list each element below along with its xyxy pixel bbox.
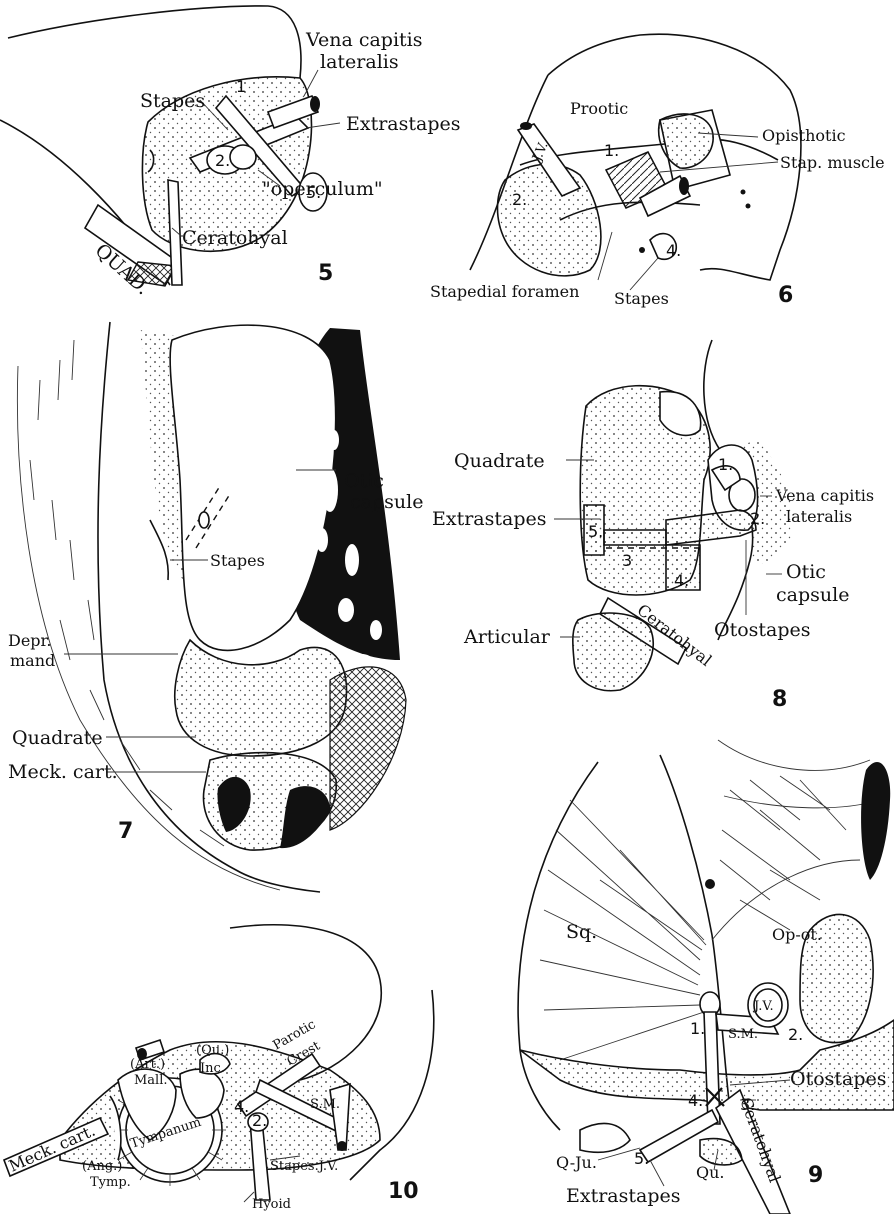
fig10-number: 10	[388, 1179, 419, 1204]
fig8-number: 8	[772, 687, 787, 712]
fig5-label-operculum: "operculum"	[262, 178, 383, 200]
fig8-label-articular: Articular	[463, 626, 551, 648]
fig8-label-extrastapes: Extrastapes	[432, 508, 547, 530]
fig6-label-opisthotic: Opisthotic	[762, 126, 846, 145]
fig5-number: 5	[318, 261, 333, 286]
fig9-label-opot: Op-ot.	[772, 925, 822, 944]
fig9-label-otostapes: Otostapes	[790, 1068, 887, 1090]
fig5-num-5: 5.	[306, 183, 321, 202]
fig8-num-5: 5.	[588, 522, 603, 541]
fig7-label-stapes: Stapes	[210, 551, 265, 570]
figure-9	[518, 740, 894, 1214]
fig10-label-art: (Art.)	[130, 1057, 165, 1072]
fig9-label-qju: Q-Ju.	[556, 1153, 597, 1172]
fig9-label-sm: S.M.	[728, 1027, 758, 1042]
fig6-number: 6	[778, 283, 793, 308]
fig10-label-sm: S.M.	[310, 1097, 340, 1112]
fig9-number: 9	[808, 1163, 823, 1188]
fig9-label-extrastapes: Extrastapes	[566, 1185, 681, 1207]
fig6-label-stapedial-foramen: Stapedial foramen	[430, 282, 579, 301]
fig8-num-4: 4.	[674, 571, 689, 590]
fig10-label-hyoid: Hyoid	[252, 1197, 291, 1212]
fig8-num-3: 3	[622, 551, 632, 570]
fig7-label-quadrate: Quadrate	[12, 727, 103, 749]
fig6-label-stapes: Stapes	[614, 289, 669, 308]
fig6-num-4: 4.	[666, 241, 681, 260]
fig5-label-vena: Vena capitis	[305, 29, 423, 51]
fig10-label-tymp: Tymp.	[90, 1175, 131, 1190]
fig7-label-depr: Depr.	[8, 631, 52, 650]
fig10-label-ang: (Ang.)	[82, 1159, 122, 1174]
fig6-num-2: 2.	[512, 190, 527, 209]
fig9-num-3: 3.	[740, 1095, 755, 1114]
fig9-num-1: 1.	[690, 1019, 705, 1038]
fig9-label-jv: J.V.	[752, 999, 774, 1014]
fig5-label-extrastapes: Extrastapes	[346, 113, 461, 135]
fig6-num-1: 1.	[604, 141, 619, 160]
fig5-num-1: 1	[236, 77, 246, 96]
fig6-label-prootic: Prootic	[570, 99, 628, 118]
fig7-number: 7	[118, 819, 133, 844]
fig7-label-meck: Meck. cart.	[8, 761, 118, 783]
fig6-label-stap-muscle: Stap. muscle	[780, 153, 885, 172]
fig9-label-qu: Qu.	[696, 1163, 725, 1182]
fig8-label-quadrate: Quadrate	[454, 450, 545, 472]
fig10-num-4: 4.	[234, 1097, 249, 1116]
fig8-label-vena2: lateralis	[786, 507, 852, 526]
fig10-label-qu: (Qu.)	[196, 1043, 229, 1058]
fig7-label-depr2: mand	[10, 651, 55, 670]
fig9-num-2: 2.	[788, 1025, 803, 1044]
fig10-num-2: 2.	[252, 1111, 267, 1130]
figure-5	[0, 6, 340, 286]
fig5-label-vena2: lateralis	[320, 51, 399, 73]
fig5-label-ceratohyal: Ceratohyal	[182, 227, 288, 249]
fig10-label-inc: Inc.	[200, 1061, 225, 1076]
fig7-label-otic: Otic	[344, 470, 384, 492]
fig8-label-otic2: capsule	[776, 584, 849, 606]
fig8-label-otostapes: Otostapes	[714, 619, 811, 641]
fig8-label-otic: Otic	[786, 561, 826, 583]
fig9-num-5: 5.	[634, 1149, 649, 1168]
fig5-num-2: 2.	[215, 151, 230, 170]
fig5-label-stapes: Stapes	[140, 90, 205, 112]
figure-7	[17, 322, 406, 892]
fig10-label-mall: Mall.	[134, 1073, 168, 1088]
fig8-label-vena: Vena capitis	[775, 486, 874, 505]
fig7-label-otic2: capsule	[350, 491, 423, 513]
fig10-label-stapes-jv: Stapes.J.V.	[270, 1159, 338, 1174]
fig9-label-sq: Sq.	[566, 921, 597, 943]
fig9-num-4: 4.	[688, 1091, 703, 1110]
figure-6	[470, 34, 801, 290]
fig8-num-2: 2.	[750, 509, 765, 528]
fig8-num-1: 1.	[718, 455, 733, 474]
articular-bone	[573, 613, 653, 691]
